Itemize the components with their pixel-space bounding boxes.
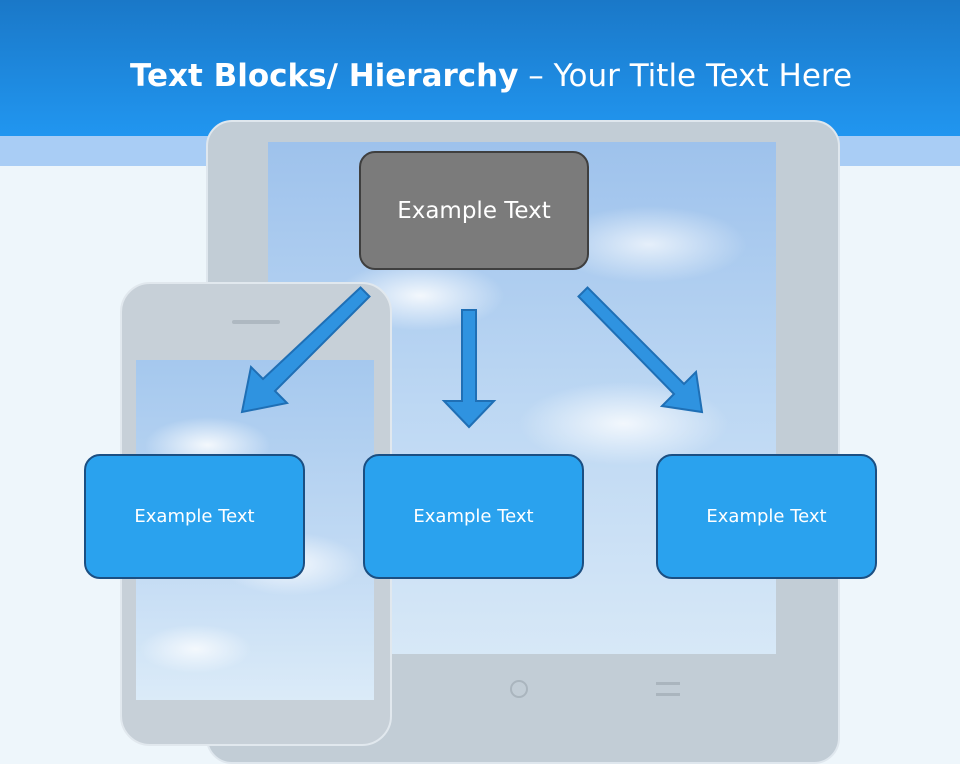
arrow-left (240, 286, 371, 414)
title-bar (0, 0, 960, 136)
arrow-right (577, 286, 704, 414)
slide-title-rest: – Your Title Text Here (518, 58, 853, 94)
child-box-middle-text: Example Text (413, 506, 534, 527)
slide-title-bold: Text Blocks/ Hierarchy (129, 58, 519, 94)
child-box-right: Example Text (656, 454, 877, 579)
child-box-left-text: Example Text (134, 506, 255, 527)
slide-title: Text Blocks/ Hierarchy – Your Title Text… (0, 56, 960, 96)
child-box-left: Example Text (84, 454, 305, 579)
child-box-middle: Example Text (363, 454, 584, 579)
top-level-box: Example Text (359, 151, 589, 270)
phone-speaker (232, 320, 280, 324)
hierarchy-arrows (240, 286, 704, 429)
arrow-middle (441, 309, 497, 429)
menu-icon (656, 682, 680, 696)
top-level-box-text: Example Text (397, 197, 551, 224)
power-icon (510, 680, 528, 698)
child-box-right-text: Example Text (706, 506, 827, 527)
